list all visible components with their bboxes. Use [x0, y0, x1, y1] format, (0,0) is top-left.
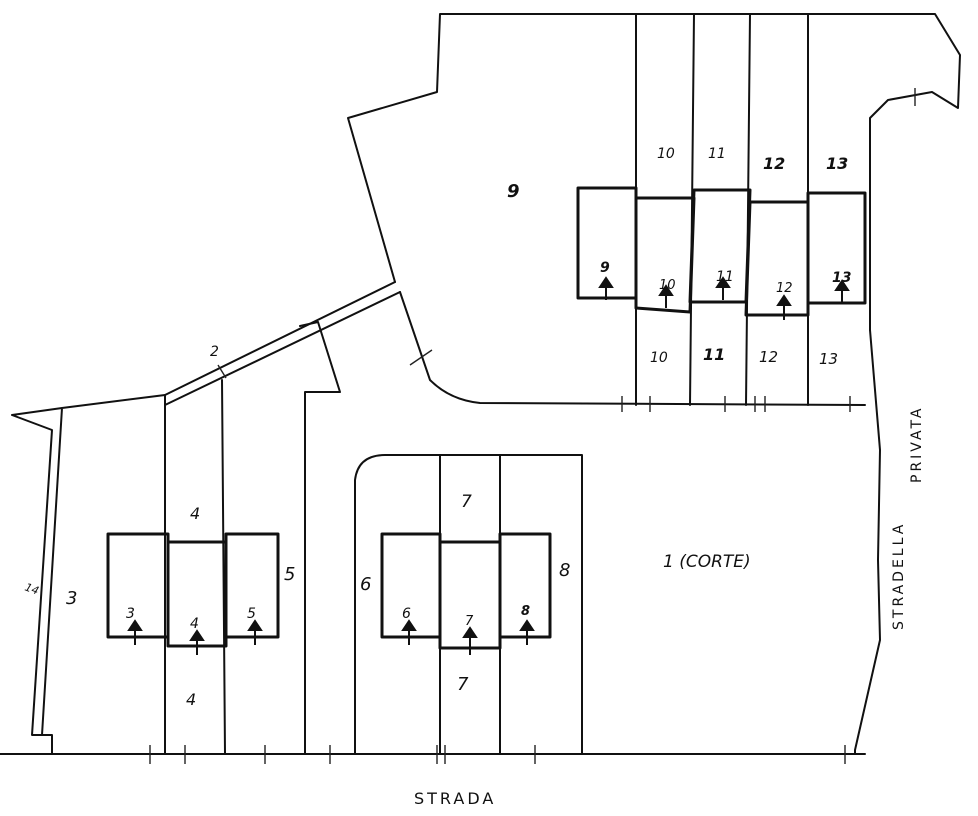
- label-unit-11: 11: [716, 269, 734, 285]
- label-parcel-13-top: 13: [826, 154, 848, 173]
- arrow-11-icon: [715, 276, 731, 300]
- label-parcel-2: 2: [210, 344, 219, 360]
- label-unit-7: 7: [465, 614, 474, 629]
- arrow-6-icon: [401, 619, 417, 645]
- label-parcel-1: 1 (CORTE): [663, 552, 751, 572]
- label-unit-4: 4: [190, 616, 199, 632]
- parcel-14-strip: [11, 394, 166, 755]
- label-unit-10: 10: [659, 278, 676, 293]
- arrow-13-icon: [834, 279, 850, 302]
- label-parcel-7-top: 7: [461, 492, 472, 512]
- arrow-3-icon: [127, 619, 143, 645]
- arrow-9-icon: [598, 276, 614, 300]
- label-parcel-11-bottom: 11: [703, 345, 725, 364]
- building-center: [380, 532, 552, 650]
- label-parcel-12-bottom: 12: [759, 348, 778, 366]
- buildings: [106, 186, 867, 650]
- entrance-arrows: [127, 276, 850, 655]
- label-privata: PRIVATA: [909, 405, 925, 483]
- label-parcel-5: 5: [284, 564, 295, 585]
- label-parcel-10-top: 10: [657, 146, 675, 162]
- label-unit-13: 13: [832, 270, 851, 286]
- label-unit-9: 9: [600, 260, 610, 276]
- parcel-2-lane: [164, 281, 401, 406]
- building-left: [106, 532, 280, 648]
- label-stradella: STRADELLA: [891, 522, 907, 630]
- arrow-4-icon: [189, 629, 205, 655]
- site-boundaries: [0, 13, 961, 764]
- central-block-boundary: [354, 454, 583, 755]
- label-parcel-4-top: 4: [190, 504, 200, 523]
- parcel-labels: 1 (CORTE) 2 3 4 4 5 6 7 7 8 9 10 11 12 1…: [23, 146, 848, 709]
- label-unit-5: 5: [247, 606, 256, 622]
- label-parcel-11-top: 11: [708, 146, 726, 162]
- unit-labels: 3 4 5 6 7 8 9 10 11 12 13: [126, 260, 851, 632]
- label-parcel-10-bottom: 10: [650, 350, 668, 366]
- label-parcel-6: 6: [360, 574, 371, 595]
- label-unit-3: 3: [126, 606, 135, 622]
- label-unit-8: 8: [521, 604, 530, 619]
- label-parcel-13-bottom: 13: [819, 350, 838, 368]
- arrow-5-icon: [247, 619, 263, 645]
- label-parcel-12-top: 12: [763, 154, 785, 173]
- label-parcel-8: 8: [559, 560, 570, 581]
- label-parcel-14: 14: [23, 581, 41, 598]
- label-strada: STRADA: [414, 789, 496, 808]
- parcel-9-boundary: [347, 13, 961, 406]
- label-parcel-3: 3: [66, 588, 77, 609]
- label-parcel-9: 9: [507, 181, 520, 202]
- label-unit-12: 12: [776, 281, 793, 296]
- road-labels: STRADA STRADELLA PRIVATA: [414, 405, 925, 808]
- arrow-12-icon: [776, 294, 792, 320]
- label-unit-6: 6: [402, 606, 411, 622]
- stradella-privata-edge: [854, 329, 881, 755]
- arrow-7-icon: [462, 626, 478, 655]
- boundary-ticks: [149, 88, 916, 764]
- arrow-10-icon: [658, 284, 674, 308]
- parcel-4-lines: [164, 379, 226, 755]
- arrow-8-icon: [519, 619, 535, 645]
- label-parcel-4-bottom: 4: [186, 690, 196, 709]
- label-parcel-7-bottom: 7: [457, 674, 469, 695]
- building-right: [576, 186, 867, 317]
- parcel-5-boundary: [299, 321, 341, 755]
